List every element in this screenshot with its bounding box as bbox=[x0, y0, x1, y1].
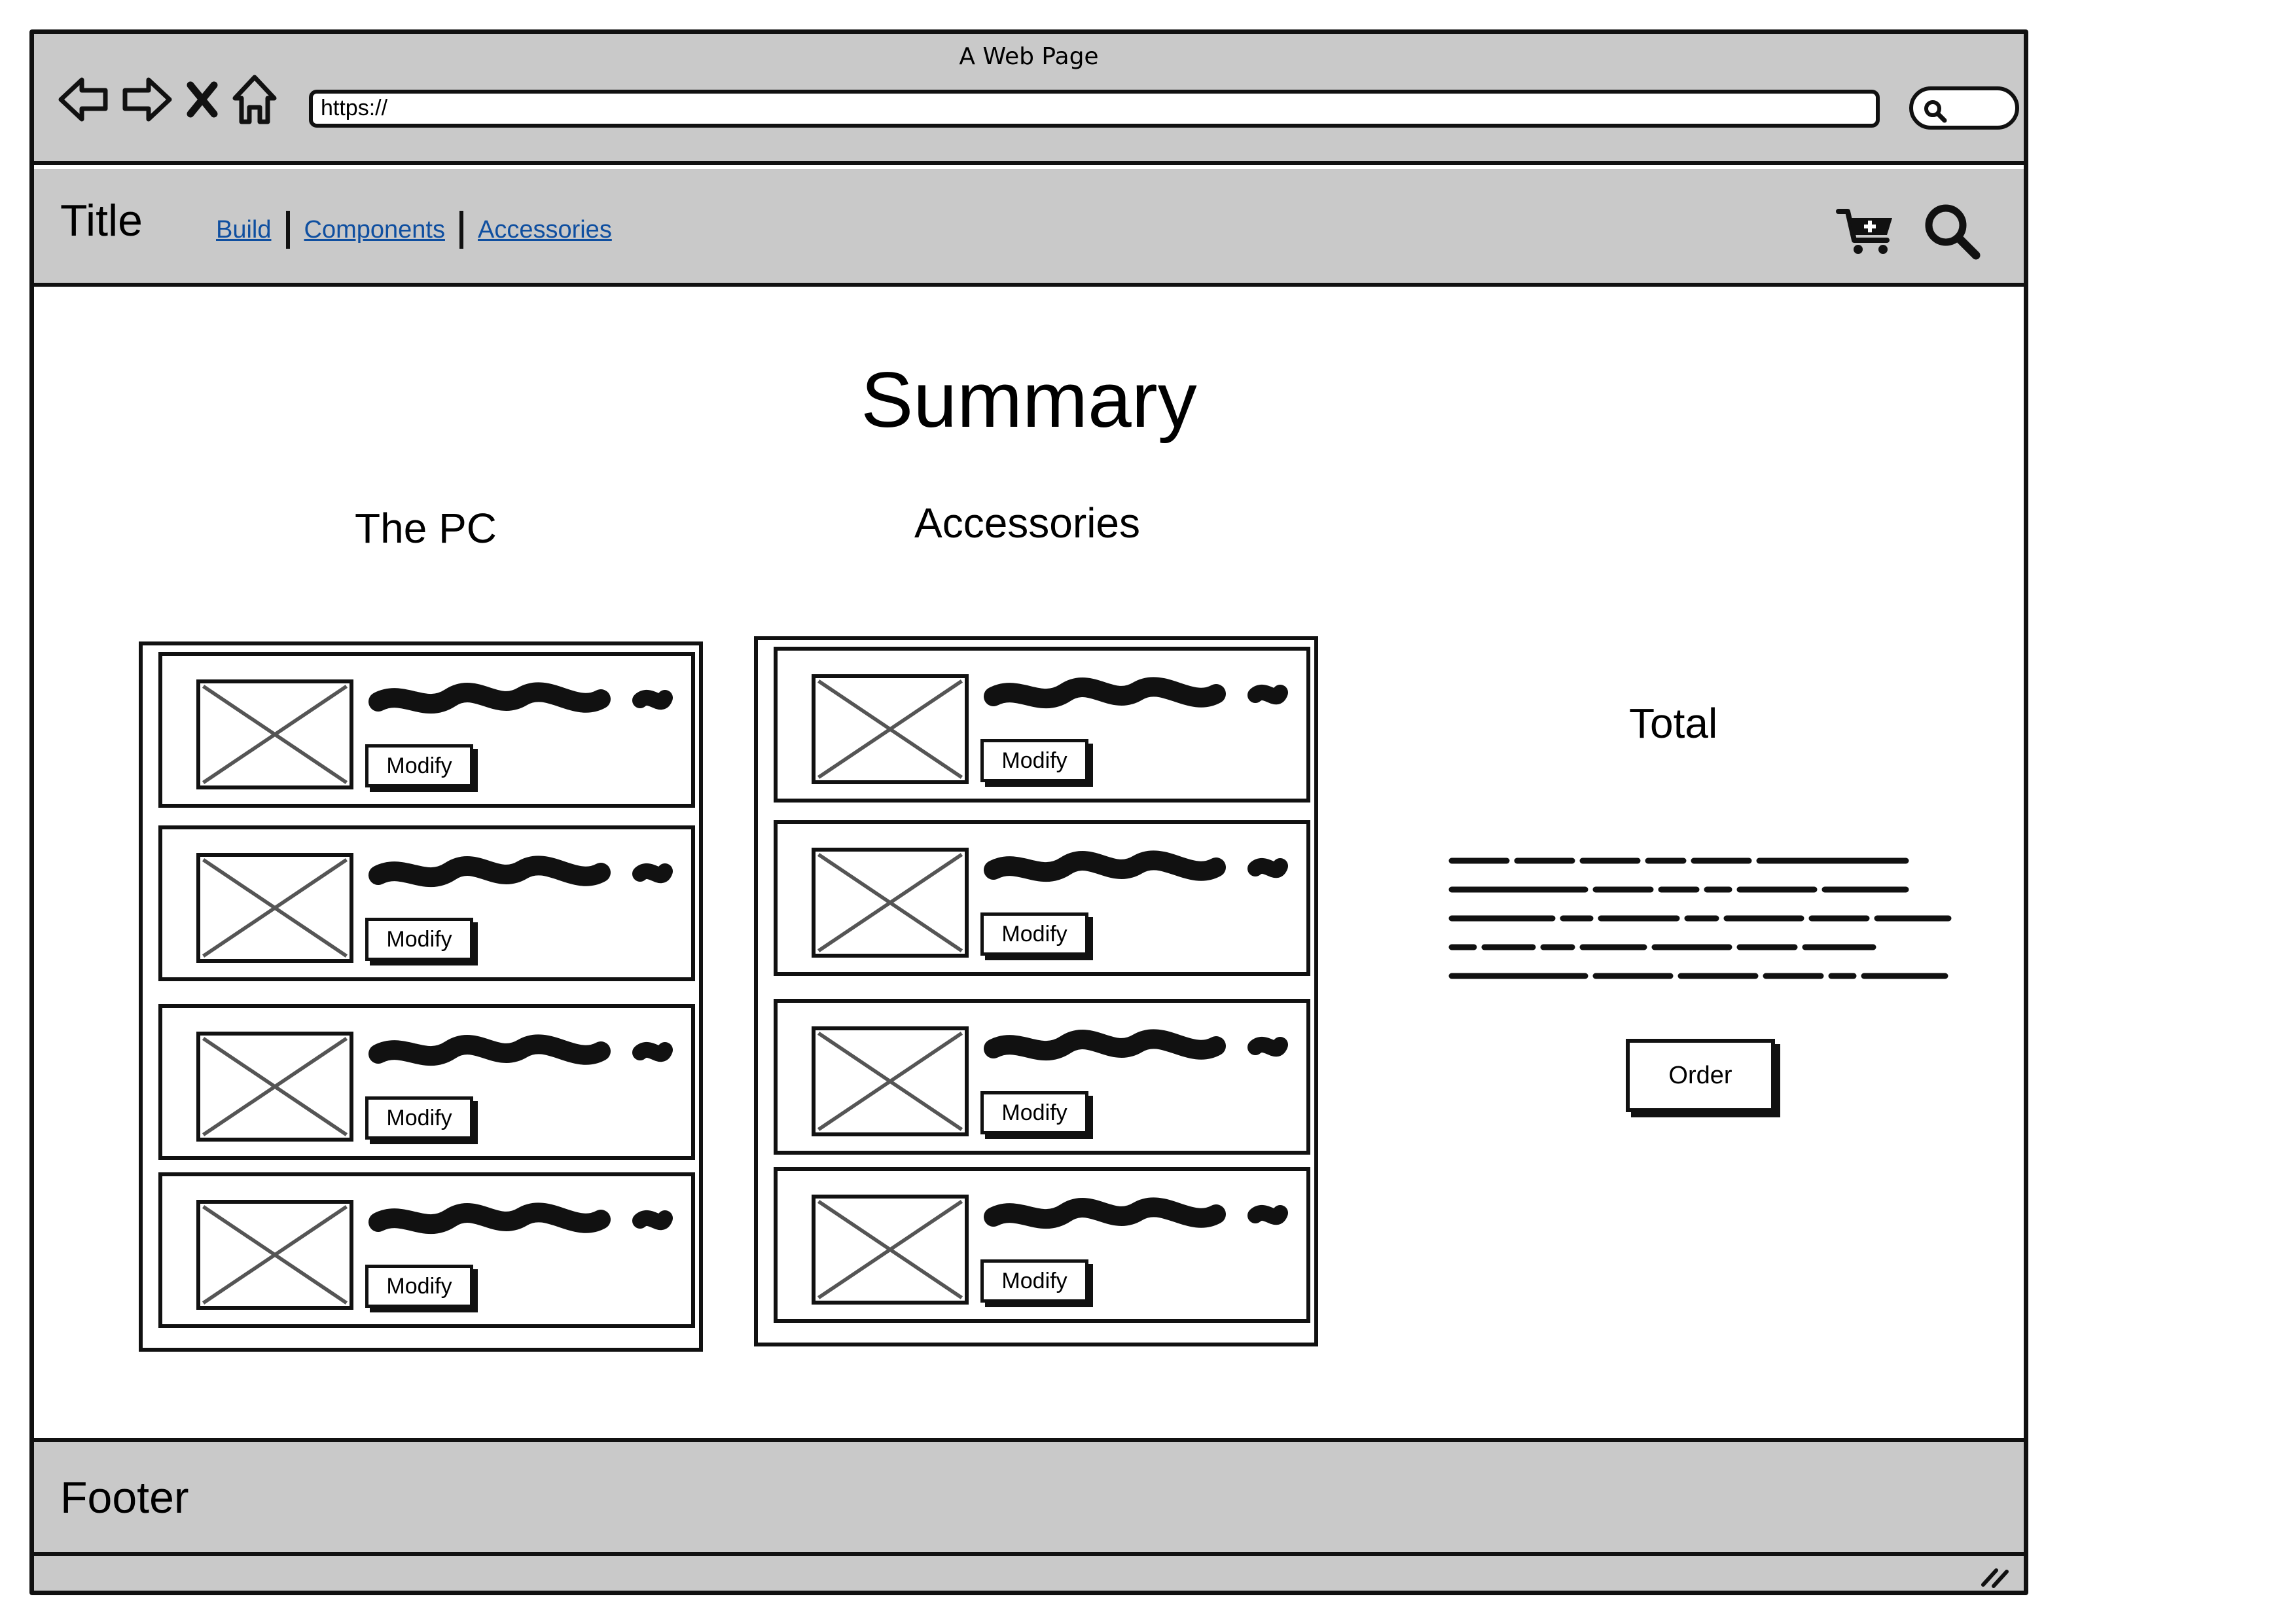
item-name-scribble bbox=[368, 856, 673, 888]
item-name-scribble bbox=[368, 682, 673, 714]
close-icon[interactable] bbox=[185, 79, 219, 120]
item-name-scribble bbox=[984, 677, 1288, 709]
modify-button[interactable]: Modify bbox=[980, 1259, 1088, 1303]
item-name-scribble bbox=[984, 850, 1288, 882]
header-actions bbox=[1836, 202, 1981, 263]
image-placeholder-icon bbox=[812, 1026, 969, 1136]
footer-label: Footer bbox=[60, 1473, 189, 1523]
modify-button[interactable]: Modify bbox=[365, 918, 473, 961]
browser-search-field[interactable] bbox=[1909, 86, 2019, 130]
pc-item-card: Modify bbox=[158, 825, 695, 981]
window-title: A Web Page bbox=[959, 43, 1099, 70]
modify-button[interactable]: Modify bbox=[365, 1096, 473, 1140]
browser-toolbar: A Web Page h bbox=[34, 34, 2024, 165]
browser-nav-buttons bbox=[57, 73, 278, 126]
cart-plus-icon[interactable] bbox=[1836, 204, 1896, 261]
accessory-item-card: Modify bbox=[774, 999, 1310, 1155]
item-name-scribble bbox=[984, 1029, 1288, 1061]
site-header: Title Build Components Accessories bbox=[34, 169, 2024, 287]
total-description-scribble bbox=[1448, 857, 1952, 979]
search-icon bbox=[1922, 98, 1948, 127]
status-bar bbox=[34, 1556, 2024, 1591]
nav-separator bbox=[459, 211, 463, 249]
url-input[interactable]: https:// bbox=[309, 90, 1880, 128]
browser-window: A Web Page h bbox=[29, 29, 2028, 1595]
main-nav: Build Components Accessories bbox=[216, 211, 612, 249]
pc-item-card: Modify bbox=[158, 652, 695, 808]
modify-button[interactable]: Modify bbox=[365, 744, 473, 787]
site-title: Title bbox=[60, 196, 143, 245]
accessories-column-heading: Accessories bbox=[914, 499, 1140, 547]
image-placeholder-icon bbox=[196, 853, 353, 963]
pc-column-heading: The PC bbox=[355, 505, 497, 552]
resize-grip-icon[interactable] bbox=[1979, 1561, 2011, 1591]
modify-button[interactable]: Modify bbox=[365, 1265, 473, 1308]
accessory-item-card: Modify bbox=[774, 820, 1310, 976]
image-placeholder-icon bbox=[812, 848, 969, 958]
modify-button[interactable]: Modify bbox=[980, 912, 1088, 956]
arrow-right-icon[interactable] bbox=[121, 75, 173, 124]
pc-item-list: Modify Modify Modify bbox=[139, 641, 703, 1352]
image-placeholder-icon bbox=[812, 674, 969, 784]
nav-link-components[interactable]: Components bbox=[304, 215, 445, 244]
pc-item-card: Modify bbox=[158, 1004, 695, 1160]
item-name-scribble bbox=[368, 1202, 673, 1235]
site-footer: Footer bbox=[34, 1438, 2024, 1556]
pc-item-card: Modify bbox=[158, 1172, 695, 1328]
page-title: Summary bbox=[861, 356, 1197, 444]
image-placeholder-icon bbox=[196, 1200, 353, 1310]
image-placeholder-icon bbox=[196, 679, 353, 789]
image-placeholder-icon bbox=[196, 1032, 353, 1142]
total-heading: Total bbox=[1629, 700, 1718, 747]
item-name-scribble bbox=[368, 1034, 673, 1066]
image-placeholder-icon bbox=[812, 1195, 969, 1305]
order-button[interactable]: Order bbox=[1626, 1039, 1775, 1112]
item-name-scribble bbox=[984, 1197, 1288, 1229]
modify-button[interactable]: Modify bbox=[980, 1091, 1088, 1134]
modify-button[interactable]: Modify bbox=[980, 739, 1088, 782]
home-icon[interactable] bbox=[231, 73, 278, 126]
nav-link-build[interactable]: Build bbox=[216, 215, 272, 244]
search-icon[interactable] bbox=[1922, 202, 1981, 263]
nav-separator bbox=[285, 211, 290, 249]
accessory-item-card: Modify bbox=[774, 647, 1310, 803]
nav-link-accessories[interactable]: Accessories bbox=[477, 215, 612, 244]
accessories-item-list: Modify Modify Modify bbox=[754, 636, 1318, 1346]
accessory-item-card: Modify bbox=[774, 1167, 1310, 1323]
arrow-left-icon[interactable] bbox=[57, 75, 109, 124]
